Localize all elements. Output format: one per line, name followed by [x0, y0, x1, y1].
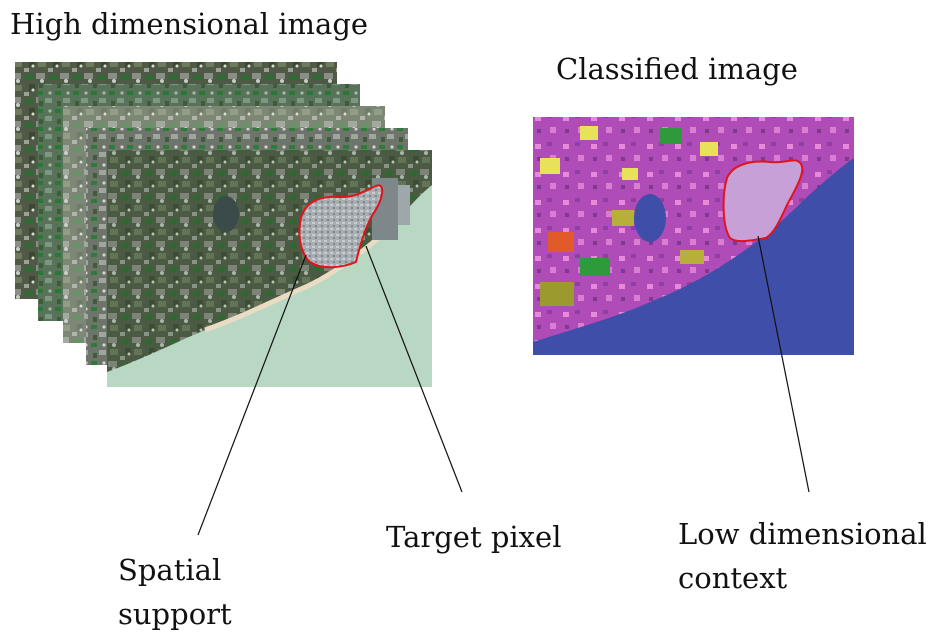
classified-image: [533, 117, 854, 355]
target-pixel-label: Target pixel: [386, 520, 562, 554]
highlight-outline-satellite: [298, 184, 384, 269]
highlight-outline-classified: [722, 159, 804, 243]
leader-line-spatial-support: [197, 254, 307, 536]
low-dimensional-context-line-1: Low dimensional: [678, 517, 927, 551]
low-dimensional-context-label: Low dimensional context: [678, 512, 927, 600]
spatial-support-label: Spatial support: [118, 548, 232, 636]
spatial-support-line-1: Spatial: [118, 553, 222, 587]
satellite-image-front: [107, 150, 432, 387]
spatial-support-line-2: support: [118, 597, 232, 631]
low-dimensional-context-line-2: context: [678, 561, 788, 595]
high-dimensional-image-title: High dimensional image: [10, 7, 369, 41]
leader-line-target-pixel: [365, 245, 463, 493]
leader-line-low-dimensional-context: [757, 235, 810, 493]
classified-image-title: Classified image: [556, 52, 798, 86]
